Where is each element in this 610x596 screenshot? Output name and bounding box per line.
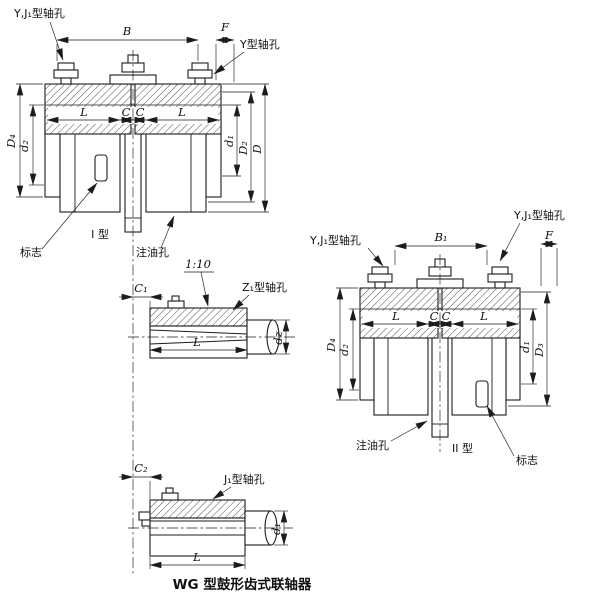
dim-label-F2: F [544, 228, 554, 242]
type2-mark-label: 标志 [516, 453, 538, 467]
j1-hub-body [149, 517, 246, 557]
j1-left-boss [138, 511, 151, 521]
dim-label-F: F [220, 20, 230, 34]
z1-key-plug [167, 300, 185, 309]
z1-bore-label: Z₁型轴孔 [242, 280, 287, 294]
j1-dim-d1: d₁ [269, 510, 288, 546]
type2-name-label: II 型 [452, 441, 473, 455]
j1-key-plug [161, 492, 179, 501]
type1-mark-label: 标志 [20, 245, 42, 259]
type2-bolt-left [367, 266, 393, 289]
type1-mark-leader [41, 182, 98, 250]
z1-taper-line-bottom [149, 339, 248, 345]
j1-bore-leader [212, 486, 232, 500]
dim-label-D2: D₂ [236, 141, 250, 156]
type1-dim-d2: d₂ [17, 104, 44, 186]
dim-label-d2-2: d₂ [337, 344, 351, 356]
dim-label-L-left: L [79, 105, 88, 119]
j1-key-plug-top [165, 487, 174, 494]
dim-label-D4: D₄ [4, 134, 18, 149]
type1-dim-d1: d₁ [222, 104, 241, 177]
type1-bolt-left [53, 62, 79, 85]
z1-taper-label: 1:10 [185, 257, 211, 271]
dim-label-B1: B₁ [433, 230, 447, 244]
j1-dim-C2: C₂ [119, 461, 163, 499]
type2-dim-B1: B₁ [394, 230, 488, 265]
j1-left-boss2 [141, 519, 151, 527]
z1-hub-section [149, 307, 248, 327]
z1-taper-leader [200, 271, 209, 307]
type2-dim-d2: d₂ [337, 308, 359, 391]
dim-label-d1-2: d₁ [518, 341, 532, 353]
dim-label-C-right: C [136, 105, 145, 119]
dim-label-dz: dz [271, 330, 285, 344]
z1-key-plug-top [171, 295, 180, 302]
type2-bore-right-leader [499, 222, 521, 262]
type2-oil-label: 注油孔 [356, 438, 389, 452]
type1-view: B F L C C L D₄ [4, 6, 280, 259]
dim-label-C1: C₁ [134, 281, 147, 295]
drawing-caption: WG 型鼓形齿式联轴器 [173, 576, 312, 593]
type1-oil-leader [160, 215, 175, 249]
dim-label-Lz: L [192, 335, 201, 349]
z1-dim-C1: C₁ [119, 281, 163, 307]
type1-name-label: I 型 [91, 227, 109, 241]
type2-view: B₁ F L C C L D₄ d₂ [309, 208, 565, 467]
dim-label-C2: C₂ [134, 461, 148, 475]
type1-dim-F: F [215, 20, 235, 82]
type2-mark-leader [486, 405, 515, 457]
z1-dim-L: L [149, 335, 248, 354]
type2-bore-label-right: Y,J₁型轴孔 [513, 208, 565, 222]
dim-label-d1: d₁ [222, 135, 236, 147]
type2-oil-leader [390, 420, 428, 442]
type1-dim-D4: D₄ [4, 83, 43, 198]
dim-label-d2: d₂ [17, 140, 31, 152]
j1-dim-L: L [149, 550, 246, 569]
type2-dim-D3: D₃ [508, 291, 551, 407]
type1-bore-label-right: Y型轴孔 [239, 37, 280, 51]
dim-label-d1-j: d₁ [269, 523, 283, 535]
z1-view: 1:10 Z₁型轴孔 C₁ L dz [119, 257, 295, 359]
dim-label-L-left2: L [391, 309, 400, 323]
dim-label-C-left2: C [430, 309, 439, 323]
dim-label-C-right2: C [442, 309, 451, 323]
dim-label-Lj: L [192, 550, 201, 564]
dim-label-D3: D₃ [532, 343, 546, 358]
type1-bore-label-left: Y,J₁型轴孔 [13, 6, 65, 20]
dim-label-L-right2: L [479, 309, 488, 323]
z1-bore-leader [232, 294, 250, 311]
type1-bolt-right [187, 62, 213, 85]
type1-dim-D: D [208, 83, 269, 213]
type1-dim-LCCL: L C C L [46, 105, 220, 124]
type1-mark-plate [94, 154, 108, 182]
z1-dim-dz: dz [271, 319, 290, 355]
j1-bore-label: J₁型轴孔 [223, 472, 265, 486]
dim-label-C-left: C [122, 105, 131, 119]
type1-bore-left-leader [49, 21, 64, 61]
type2-bore-left-leader [367, 247, 384, 267]
type1-bore-right-leader [213, 51, 245, 75]
j1-hub-section [149, 499, 246, 519]
type1-dim-D2: D₂ [208, 91, 255, 203]
type2-dim-d1: d₁ [518, 308, 537, 385]
type2-mark-plate [475, 380, 489, 408]
type2-dim-LCCL: L C C L [361, 309, 519, 328]
type2-bolt-right [487, 266, 513, 289]
dim-label-D4-2: D₄ [324, 338, 338, 353]
type2-dim-F: F [540, 228, 558, 286]
type2-dim-D4: D₄ [324, 287, 358, 401]
z1-taper-line-top [149, 329, 248, 335]
dim-label-L-right: L [177, 105, 186, 119]
type2-bore-label-left: Y,J₁型轴孔 [309, 233, 361, 247]
dim-label-D: D [250, 144, 264, 154]
dim-label-B: B [122, 24, 131, 38]
j1-view: C₂ J₁型轴孔 L d₁ [119, 461, 293, 569]
type1-oil-label: 注油孔 [136, 245, 169, 259]
